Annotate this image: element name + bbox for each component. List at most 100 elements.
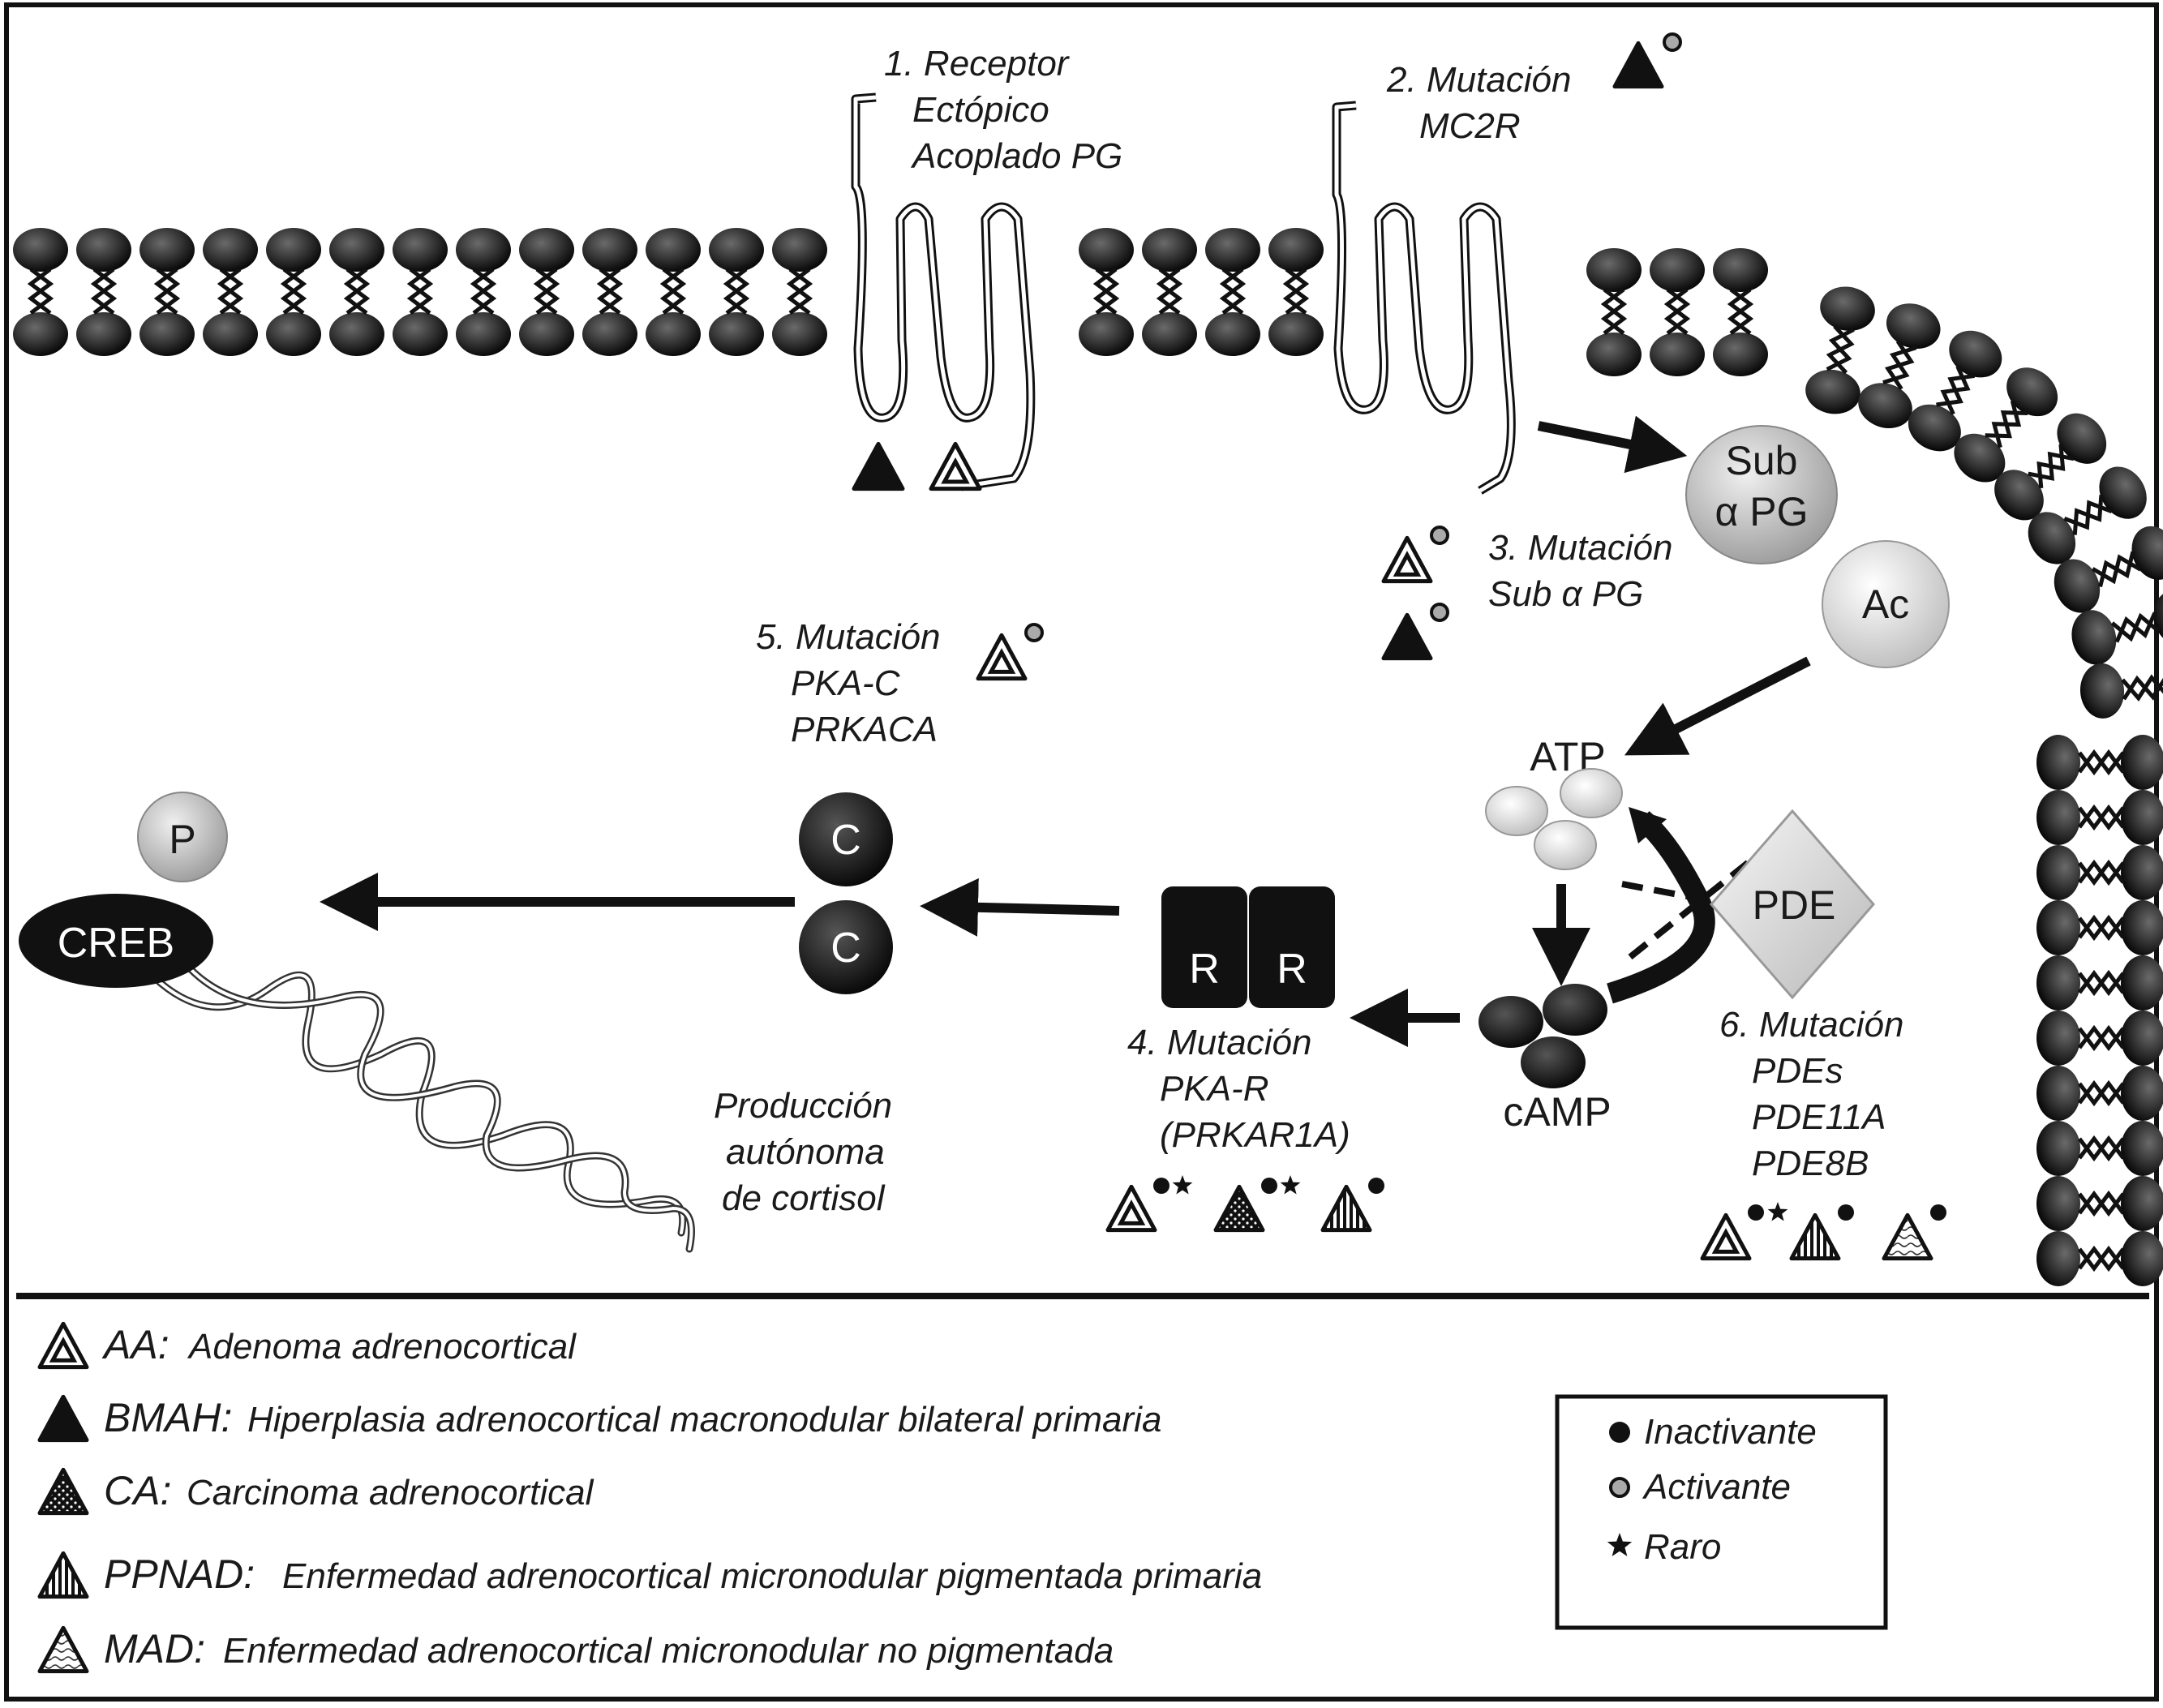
legend-desc: Adenoma adrenocortical	[187, 1327, 577, 1367]
membrane-lipid	[2036, 790, 2163, 845]
marker-triangle	[1213, 1184, 1265, 1233]
p-label: P	[169, 817, 195, 862]
legend-abbr: AA:	[101, 1322, 170, 1367]
label-pdes-1: 6. Mutación	[1719, 1005, 1903, 1045]
marker-dot	[1930, 1204, 1946, 1221]
marker-dot	[1838, 1204, 1854, 1221]
membrane-lipid	[393, 228, 448, 356]
membrane-lipid	[2036, 1121, 2163, 1176]
membrane-lipid	[1908, 330, 2002, 452]
marker-triangle	[929, 441, 982, 491]
mutation-markers	[852, 32, 1946, 1261]
key-star-icon	[1607, 1533, 1633, 1556]
pde-dashed-line-1	[1628, 856, 1754, 960]
membrane-lipid	[519, 228, 574, 356]
marker-triangle	[1105, 1184, 1157, 1233]
legend-triangle	[37, 1394, 89, 1443]
atp-molecule: ATP	[1485, 734, 1623, 870]
arrow-r-to-c	[920, 878, 1120, 937]
pka-regulatory: R R	[1161, 886, 1335, 1008]
label-pka-r-2: PKA-R	[1160, 1069, 1268, 1109]
membrane-lipid	[1079, 228, 1134, 356]
membrane-lipid	[1994, 413, 2107, 521]
label-sub-alpha-2: Sub α PG	[1488, 574, 1643, 614]
membrane-lipid	[1858, 303, 1941, 428]
r1-label: R	[1189, 946, 1220, 993]
legend-abbr: MAD:	[104, 1626, 205, 1672]
legend-abbr: BMAH:	[104, 1395, 232, 1440]
key-label: Raro	[1644, 1527, 1721, 1567]
key-dot-icon	[1609, 1422, 1630, 1443]
legend-desc: Enfermedad adrenocortical micronodular n…	[223, 1631, 1114, 1671]
membrane-lipid	[2036, 1066, 2163, 1121]
label-mc2r: 2. Mutación MC2R	[1386, 60, 1571, 146]
receptor-ectopic-inner	[853, 95, 1033, 489]
membrane-lipid	[1142, 228, 1197, 356]
legend-desc: Hiperplasia adrenocortical macronodular …	[247, 1400, 1161, 1440]
membrane-lipid	[2028, 466, 2147, 564]
membrane-lipid	[329, 228, 384, 356]
dna-strand	[150, 965, 695, 1253]
label-pdes-4: PDE8B	[1752, 1144, 1869, 1183]
label-pka-r-1: 4. Mutación	[1127, 1023, 1311, 1062]
membrane-lipid	[2054, 526, 2163, 613]
legend-triangle	[37, 1467, 89, 1516]
marker-dot	[1748, 1204, 1764, 1221]
receptor-mc2r	[1332, 101, 1516, 495]
membrane-lipid	[772, 228, 827, 356]
label-pka-r: 4. Mutación PKA-R (PRKAR1A)	[1127, 1023, 1350, 1155]
pde-enzyme: PDE	[1710, 809, 1875, 1000]
cell-membrane-curve	[1586, 248, 2163, 1286]
label-mc2r-2: MC2R	[1419, 106, 1521, 146]
membrane-lipid	[2036, 845, 2163, 900]
marker-triangle	[1612, 41, 1664, 89]
legend-desc: Carcinoma adrenocortical	[187, 1473, 594, 1513]
membrane-lipid	[1805, 286, 1875, 414]
marker-triangle	[1789, 1212, 1841, 1261]
marker-ring	[1024, 623, 1044, 642]
label-cortisol: Producción autónoma de cortisol	[714, 1086, 892, 1218]
membrane-lipid	[456, 228, 511, 356]
c1-label: C	[830, 817, 861, 864]
marker-dot	[1261, 1178, 1277, 1194]
receptor-mc2r-inner	[1334, 103, 1513, 493]
marker-ring	[1663, 32, 1682, 52]
legend-abbr: CA:	[104, 1468, 171, 1513]
g-alpha-label-2: α PG	[1715, 489, 1808, 534]
arrow-mc2r-to-gprotein	[1537, 415, 1688, 474]
marker-dot	[1153, 1178, 1169, 1194]
ac-label: Ac	[1862, 581, 1909, 627]
legend-triangle	[37, 1321, 89, 1370]
label-sub-alpha: 3. Mutación Sub α PG	[1488, 528, 1672, 614]
marker-ring	[1430, 526, 1449, 545]
g-alpha-label-1: Sub	[1726, 438, 1798, 483]
g-alpha-subunit: Sub α PG	[1685, 425, 1838, 564]
label-receptor-1: 1. Receptor	[884, 44, 1071, 84]
pde-curved-arrowhead	[1629, 807, 1667, 843]
marker-triangle	[852, 441, 905, 491]
creb-label: CREB	[58, 920, 174, 967]
marker-ring	[1430, 603, 1449, 622]
label-pka-r-3: (PRKAR1A)	[1160, 1115, 1350, 1155]
marker-dot	[1368, 1178, 1384, 1194]
label-receptor-2: Ectópico	[912, 90, 1049, 130]
label-pka-c-3: PRKACA	[791, 710, 938, 749]
membrane-lipid	[1205, 228, 1260, 356]
label-pka-c-2: PKA-C	[791, 663, 901, 703]
cell-membrane	[13, 228, 1324, 356]
membrane-lipid	[709, 228, 764, 356]
label-pdes: 6. Mutación PDEs PDE11A PDE8B	[1719, 1005, 1903, 1183]
key-ring-icon	[1609, 1477, 1630, 1498]
label-receptor: 1. Receptor Ectópico Acoplado PG	[884, 44, 1122, 176]
label-receptor-3: Acoplado PG	[910, 136, 1122, 176]
membrane-lipid	[2036, 900, 2163, 955]
membrane-lipid	[203, 228, 258, 356]
membrane-lipid	[266, 228, 321, 356]
legend-triangle	[37, 1625, 89, 1674]
membrane-lipid	[2071, 590, 2163, 665]
creb-complex: P CREB	[19, 792, 228, 988]
label-pdes-3: PDE11A	[1752, 1097, 1886, 1137]
